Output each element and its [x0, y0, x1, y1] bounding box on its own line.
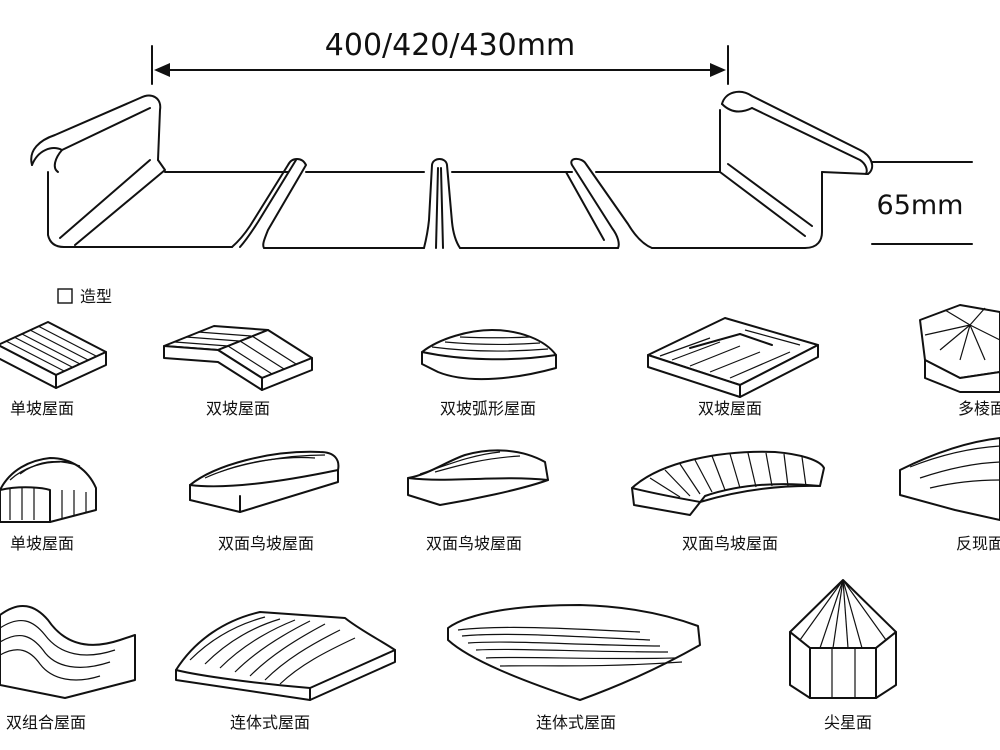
shape-double-slope-1 [163, 325, 313, 391]
shape-reverse-roof [899, 437, 1000, 521]
shape-double-bird-slope-1 [189, 450, 340, 513]
section-title: 造型 [57, 287, 112, 306]
shape-labels: 单坡屋面 双坡屋面 双坡弧形屋面 双坡屋面 多棱面 单坡屋面 双面鸟坡屋面 双面… [6, 399, 1000, 732]
shape-label: 反现面 [956, 534, 1000, 553]
shape-pointed-roof [789, 579, 897, 699]
width-dimension: 400/420/430mm [151, 28, 729, 85]
shape-label: 双坡弧形屋面 [440, 399, 536, 418]
shape-barrel-roof [0, 457, 97, 523]
section-title-text: 造型 [80, 287, 112, 306]
shape-label: 单坡屋面 [10, 399, 74, 418]
checkbox-icon [57, 288, 73, 304]
width-label: 400/420/430mm [325, 28, 575, 63]
shape-label: 多棱面 [958, 399, 1000, 418]
height-dimension: 65mm [871, 161, 973, 245]
shape-label: 双坡屋面 [698, 399, 762, 418]
shape-polygonal-roof [919, 304, 1000, 393]
shape-label: 双坡屋面 [206, 399, 270, 418]
shape-label: 单坡屋面 [10, 534, 74, 553]
shape-label: 连体式屋面 [536, 713, 616, 732]
shape-connected-roof-1 [175, 611, 396, 701]
shape-double-bird-slope-3 [631, 450, 825, 516]
shape-connected-roof-2 [447, 604, 701, 701]
shape-label: 尖星面 [824, 713, 872, 732]
shape-double-combined-roof [0, 605, 136, 699]
shape-double-bird-slope-2 [407, 449, 549, 506]
shape-single-slope-1 [0, 321, 107, 389]
panel-profile-drawing [30, 90, 874, 249]
shape-label: 双面鸟坡屋面 [682, 534, 778, 553]
shape-label: 连体式屋面 [230, 713, 310, 732]
shape-label: 双组合屋面 [6, 713, 86, 732]
height-label: 65mm [877, 190, 964, 221]
shape-hip-roof [647, 317, 819, 398]
shape-label: 双面鸟坡屋面 [218, 534, 314, 553]
shape-label: 双面鸟坡屋面 [426, 534, 522, 553]
shape-double-slope-arc [421, 329, 557, 381]
